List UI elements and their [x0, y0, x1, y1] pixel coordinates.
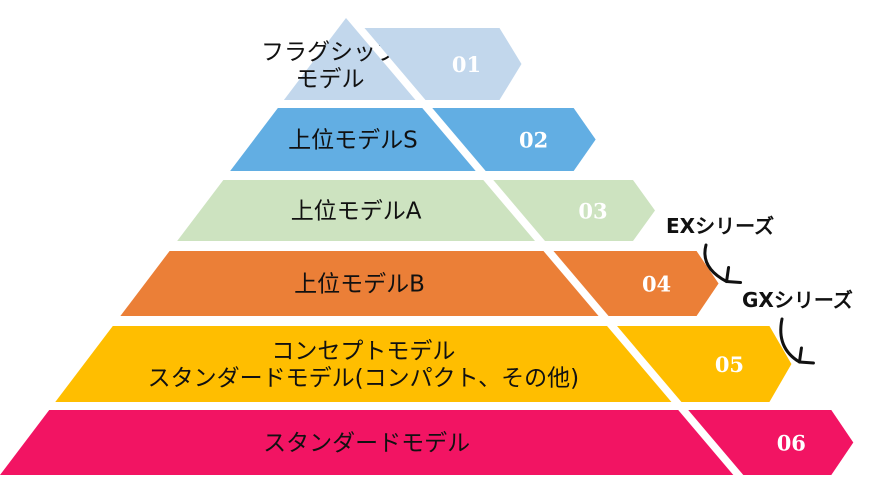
- callout-arrowhead-icon: [725, 266, 743, 284]
- tier-band: [0, 410, 734, 475]
- tier-02: 上位モデルS 02: [230, 108, 596, 171]
- tier-label: モデル: [296, 67, 365, 93]
- tier-band: [177, 180, 535, 241]
- tier-number: 01: [452, 52, 481, 77]
- tier-label: スタンダードモデル: [263, 431, 470, 457]
- tier-label: 上位モデルB: [294, 272, 425, 298]
- tier-arrow: [364, 28, 522, 100]
- callout-arrowhead-icon: [797, 346, 815, 365]
- callout-arrow-line: [703, 243, 729, 283]
- tier-04: 上位モデルB 04: [120, 251, 719, 316]
- tier-number: 06: [777, 431, 806, 456]
- series-label: EXシリーズ: [666, 214, 774, 238]
- tier-number: 05: [715, 352, 744, 377]
- tier-label: コンセプトモデル: [271, 339, 455, 365]
- tier-number: 02: [519, 128, 548, 153]
- tier-label: 上位モデルA: [291, 199, 422, 225]
- tier-number: 04: [642, 272, 671, 297]
- tier-number: 03: [578, 199, 607, 224]
- tier-06: スタンダードモデル 06: [0, 410, 854, 475]
- tier-band: [230, 108, 476, 171]
- callout-arrow-line: [779, 317, 801, 364]
- callout-04: EXシリーズ: [666, 214, 774, 284]
- tier-arrow: [617, 326, 792, 402]
- callout-05: GXシリーズ: [742, 288, 853, 365]
- tier-arrow: [688, 410, 854, 475]
- tier-band: [120, 251, 599, 316]
- tier-label: 上位モデルS: [288, 128, 418, 154]
- tier-03: 上位モデルA 03: [177, 180, 655, 241]
- tier-arrow: [553, 251, 719, 316]
- tier-band: [55, 326, 672, 402]
- tier-arrow: [493, 180, 655, 241]
- series-callouts: EXシリーズ GXシリーズ: [666, 214, 853, 365]
- tier-label: スタンダードモデル(コンパクト、その他): [148, 366, 580, 392]
- tier-label: フラグシップ: [261, 40, 399, 66]
- series-label: GXシリーズ: [742, 288, 853, 312]
- tier-arrow: [432, 108, 596, 171]
- tier-band: [283, 18, 416, 100]
